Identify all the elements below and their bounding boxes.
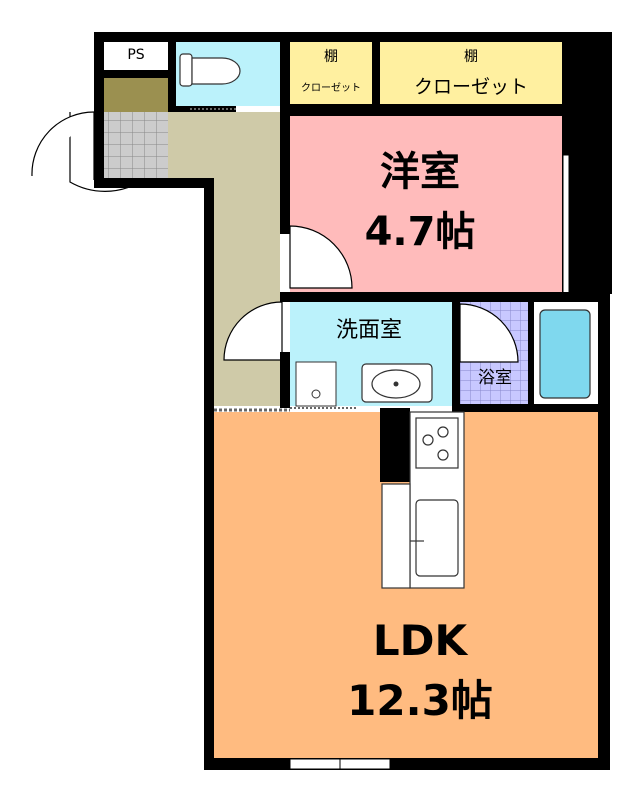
western-window: [562, 154, 570, 294]
bath-door-arc: [459, 303, 519, 363]
bath-wall-bottom: [452, 404, 598, 412]
western-room-size: 4.7帖: [364, 209, 476, 255]
closet-wall-bottom: [290, 104, 562, 116]
hallway-lower: [214, 178, 280, 406]
western-room-name: 洋室: [380, 149, 460, 195]
washroom-door-arc: [223, 301, 283, 361]
entrance-door: [69, 112, 141, 192]
closet-large-closet-label: クローゼット: [413, 76, 528, 98]
closet-small: [290, 42, 372, 104]
bath-tub: [539, 309, 591, 399]
wall-block-bath-top: [560, 292, 610, 302]
ldk-size: 12.3帖: [347, 676, 493, 725]
ps-label: PS: [127, 47, 145, 63]
washing-machine-drain: [311, 389, 321, 399]
bath-label: 浴室: [478, 368, 512, 388]
wall-block-top: [94, 32, 612, 42]
wall-block-bottom: [204, 758, 610, 770]
shoe-box: [104, 78, 168, 112]
washroom-wall-right: [452, 302, 460, 406]
bath-wall-divider: [528, 302, 534, 406]
washroom-wall-left: [280, 352, 290, 408]
ldk-name: LDK: [372, 616, 468, 665]
toilet-icon: [179, 53, 241, 87]
entrance-door-arc: [31, 111, 95, 177]
closet-small-closet-label: クローゼット: [301, 83, 361, 94]
ps-wall-right: [168, 42, 176, 112]
entrance-tile: [104, 112, 168, 178]
wall-block-right-lower: [598, 294, 610, 768]
wall-block-left: [94, 32, 104, 188]
washroom-label: 洗面室: [335, 318, 402, 343]
hallway: [168, 112, 280, 178]
toilet-wall-right: [280, 32, 290, 116]
western-wall-bottom: [280, 292, 570, 302]
western-door-arc: [289, 225, 353, 289]
sink-icon: [361, 363, 433, 403]
wall-block-hall-left: [204, 178, 214, 768]
closet-divider: [372, 42, 380, 108]
closet-large: [380, 42, 562, 104]
closet-large-shelf-label: 棚: [464, 49, 478, 65]
ps-divider: [104, 70, 176, 78]
western-wall-left: [280, 116, 290, 234]
stove-icon: [415, 417, 459, 469]
washing-machine: [295, 361, 337, 407]
ps-area: [104, 42, 168, 70]
kitchen-wall: [380, 408, 410, 482]
wall-block-left-lower: [94, 178, 214, 188]
closet-small-shelf-label: 棚: [324, 49, 338, 65]
